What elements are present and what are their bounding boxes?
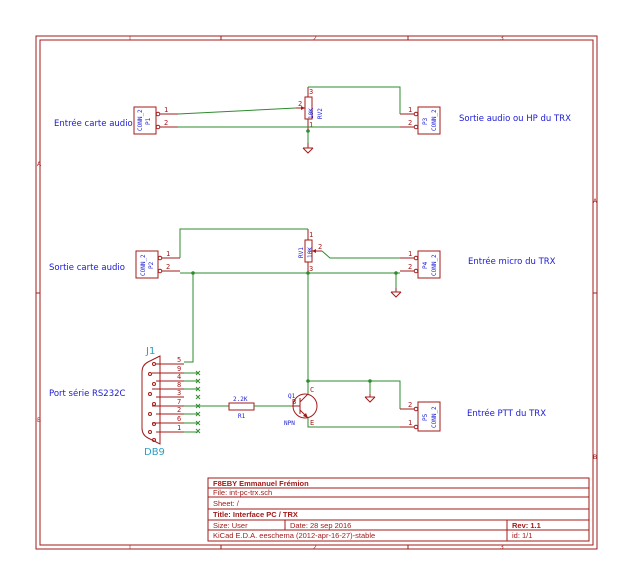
ground-symbol [302, 143, 314, 154]
rv2-pin-3: 3 [309, 88, 313, 96]
tb-rev: Rev: 1.1 [512, 521, 541, 530]
transistor-q1 [292, 393, 318, 419]
label-entree-carte-audio: Entrée carte audio [54, 118, 133, 129]
p2-pin-2: 2 [166, 263, 170, 271]
p5-value: CONN_2 [431, 406, 438, 428]
p5-pin-1: 1 [408, 419, 412, 427]
grid-col-2-bottom: 2 [313, 544, 317, 551]
r1-ref: R1 [238, 413, 246, 420]
p1-pin-2: 2 [164, 119, 168, 127]
rv2-value: 10K [308, 108, 315, 119]
db9-pin-9: 9 [177, 365, 181, 373]
j1-value: DB9 [144, 447, 165, 458]
grid-col-3-top: 3 [500, 35, 504, 42]
db9-pin-1: 1 [177, 424, 181, 432]
wire-emitter-p5 [307, 418, 400, 428]
p2-pin-1: 1 [166, 250, 170, 258]
p4-pin-1: 1 [408, 250, 412, 258]
label-sortie-audio-hp: Sortie audio ou HP du TRX [459, 114, 571, 124]
wire-db9-pin5 [184, 273, 194, 363]
tb-title: Title: Interface PC / TRX [213, 510, 298, 519]
db9-pin-5: 5 [177, 356, 181, 364]
tb-kicad: KiCad E.D.A. eeschema (2012-apr-16-27)-s… [213, 531, 375, 540]
ground-symbol [390, 288, 402, 298]
p4-value: CONN_2 [431, 254, 438, 276]
rv2-pin-1: 1 [309, 121, 313, 129]
grid-row-a-left: A [37, 161, 42, 168]
label-entree-ptt: Entrée PTT du TRX [467, 408, 546, 419]
connector-p1 [133, 106, 178, 135]
grid-row-b-left: B [37, 417, 41, 424]
grid-row-a-right: A [593, 198, 598, 205]
rv1-pin-2: 2 [318, 243, 322, 251]
grid-col-1-top: 1 [128, 35, 132, 42]
p2-ref: P2 [148, 261, 155, 269]
rv1-pin-1: 1 [309, 231, 313, 239]
db9-pin-4: 4 [177, 373, 181, 381]
db9-pin-3: 3 [177, 389, 181, 397]
grid-col-1-bottom: 1 [128, 544, 132, 551]
potentiometer-rv1 [304, 229, 322, 273]
p1-ref: P1 [145, 117, 152, 125]
wire-p2-rv1 [179, 228, 308, 258]
grid-col-2-top: 2 [313, 35, 317, 42]
p3-pin-2: 2 [408, 119, 412, 127]
db9-connector [141, 355, 184, 445]
j1-ref: J1 [145, 346, 155, 357]
wire-rv1-p4 [321, 250, 400, 259]
no-connect-flags [184, 370, 201, 434]
db9-pin-8: 8 [177, 381, 181, 389]
q1-pin-c: C [310, 386, 314, 394]
wire-collector-p5 [308, 380, 401, 409]
db9-pin-7: 7 [177, 398, 181, 406]
rv1-ref: RV1 [298, 247, 305, 258]
connector-p2 [135, 250, 180, 279]
p3-pin-1: 1 [408, 106, 412, 114]
tb-size: Size: User [213, 521, 248, 530]
p2-value: CONN_2 [140, 254, 147, 276]
rv1-value: 10K [307, 247, 314, 258]
p4-ref: P4 [422, 261, 429, 269]
tb-file: File: int-pc-trx.sch [213, 488, 272, 497]
label-port-serie: Port série RS232C [49, 388, 126, 399]
tb-company: F8EBY Emmanuel Frémion [213, 479, 309, 488]
connector-p3 [400, 106, 441, 135]
r1-value: 2.2K [233, 396, 248, 403]
connector-p5 [400, 401, 441, 432]
p1-value: CONN_2 [137, 109, 144, 131]
q1-pin-b: B [292, 398, 296, 406]
p3-value: CONN_2 [431, 109, 438, 131]
q1-pin-e: E [310, 419, 314, 427]
wire-rv2-p3 [308, 86, 401, 114]
potentiometer-rv2 [296, 87, 313, 130]
wire-p1-rv2 [177, 107, 297, 115]
tb-id: id: 1/1 [512, 531, 532, 540]
grid-row-b-right: B [593, 454, 597, 461]
p5-pin-2: 2 [408, 401, 412, 409]
q1-value: NPN [284, 420, 295, 427]
grid-col-3-bottom: 3 [500, 544, 504, 551]
p4-pin-2: 2 [408, 263, 412, 271]
ground-symbol [364, 394, 376, 403]
rv2-ref: RV2 [317, 108, 324, 119]
title-block [207, 477, 590, 542]
p3-ref: P3 [422, 117, 429, 125]
tb-sheet: Sheet: / [213, 499, 240, 508]
rv2-pin-2: 2 [298, 100, 302, 108]
db9-pin-2: 2 [177, 406, 181, 414]
connector-p4 [400, 250, 441, 279]
label-entree-micro: Entrée micro du TRX [468, 256, 556, 267]
db9-pin-6: 6 [177, 415, 181, 423]
label-sortie-carte-audio: Sortie carte audio [49, 263, 125, 273]
rv1-pin-3: 3 [309, 265, 313, 273]
p5-ref: P5 [422, 413, 429, 421]
resistor-r1 [228, 402, 255, 411]
p1-pin-1: 1 [164, 106, 168, 114]
tb-date: Date: 28 sep 2016 [290, 521, 351, 530]
q1-ref: Q1 [288, 393, 296, 400]
